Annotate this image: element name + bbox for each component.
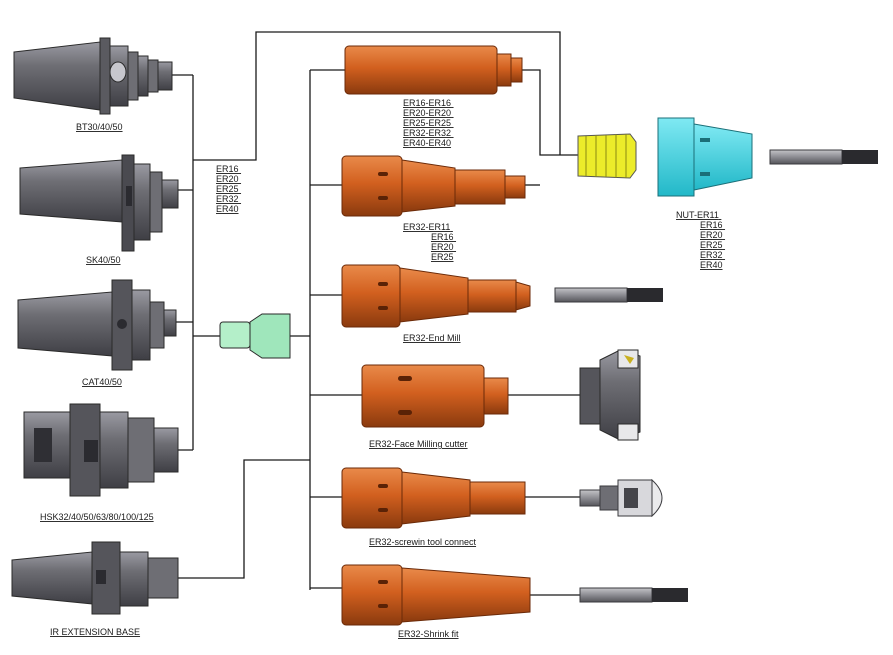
ir-label: IR EXTENSION BASE: [50, 627, 140, 637]
er-size-item: ER32: [216, 194, 239, 204]
ext-label-list: ER16-ER16 ER20-ER20 ER25-ER25 ER32-ER32 …: [403, 98, 454, 148]
ext-label-item: ER20-ER20: [403, 108, 451, 118]
reducer-label-item: ER20: [431, 242, 454, 252]
ir-link: [178, 459, 310, 579]
er-size-item: ER20: [216, 174, 239, 184]
endmill-holder: [341, 264, 531, 328]
ext-label-item: ER32-ER32: [403, 128, 451, 138]
green-adapter: [219, 313, 291, 359]
face-milling-cutter: [579, 349, 641, 441]
er-size-item: ER16: [216, 164, 239, 174]
nut-label-item: ER20: [700, 230, 723, 240]
endmill-label: ER32-End Mill: [403, 333, 461, 343]
cat-label: CAT40/50: [82, 377, 122, 387]
er-size-item: ER40: [216, 204, 239, 214]
ext-label-item: ER40-ER40: [403, 138, 451, 148]
sk-holder: [19, 154, 179, 252]
reducer-label-item: ER25: [431, 252, 454, 262]
shrinkfit-holder: [341, 564, 531, 626]
ext-label-item: ER25-ER25: [403, 118, 451, 128]
nut-label-item: ER40: [700, 260, 723, 270]
bt-holder: [13, 37, 173, 115]
hsk-label: HSK32/40/50/63/80/100/125: [40, 512, 154, 522]
er-extension: [344, 45, 523, 95]
nut-label-item: ER16: [700, 220, 723, 230]
screwin-holder: [341, 467, 526, 529]
reducer-label-list: ER32-ER11 ER16 ER20 ER25: [403, 222, 456, 262]
nut-label-list: NUT-ER11 ER16 ER20 ER25 ER32 ER40: [676, 210, 725, 270]
nut-label-item: ER32: [700, 250, 723, 260]
endmill-tool: [554, 287, 663, 303]
bus-branches: [310, 69, 362, 589]
ext-to-collet: [522, 69, 578, 156]
reducer-label-item: ER32-ER11: [403, 222, 450, 232]
shrink-label: ER32-Shrink fit: [398, 629, 459, 639]
facemill-holder: [361, 364, 509, 428]
nut-tool: [769, 149, 878, 165]
bt-label: BT30/40/50: [76, 122, 123, 132]
nut-label-item: ER25: [700, 240, 723, 250]
facemill-label: ER32-Face Milling cutter: [369, 439, 468, 449]
screwin-tool: [579, 478, 663, 518]
collet-nut: [657, 117, 753, 197]
er-reducer: [341, 155, 526, 217]
ext-label-item: ER16-ER16: [403, 98, 451, 108]
er-size-list: ER16 ER20 ER25 ER32 ER40: [216, 164, 241, 214]
er-size-item: ER25: [216, 184, 239, 194]
connector-lines: [172, 31, 580, 596]
hsk-holder: [23, 403, 179, 497]
screwin-label: ER32-screwin tool connect: [369, 537, 477, 547]
shrink-tool: [579, 587, 688, 603]
collet: [577, 133, 637, 179]
holder-bus: [172, 74, 194, 451]
reducer-label-item: ER16: [431, 232, 454, 242]
er-collet-link: [193, 31, 561, 161]
nut-label-item: NUT-ER11: [676, 210, 719, 220]
sk-label: SK40/50: [86, 255, 121, 265]
cat-holder: [17, 279, 177, 371]
ir-extension-base: [11, 541, 179, 615]
